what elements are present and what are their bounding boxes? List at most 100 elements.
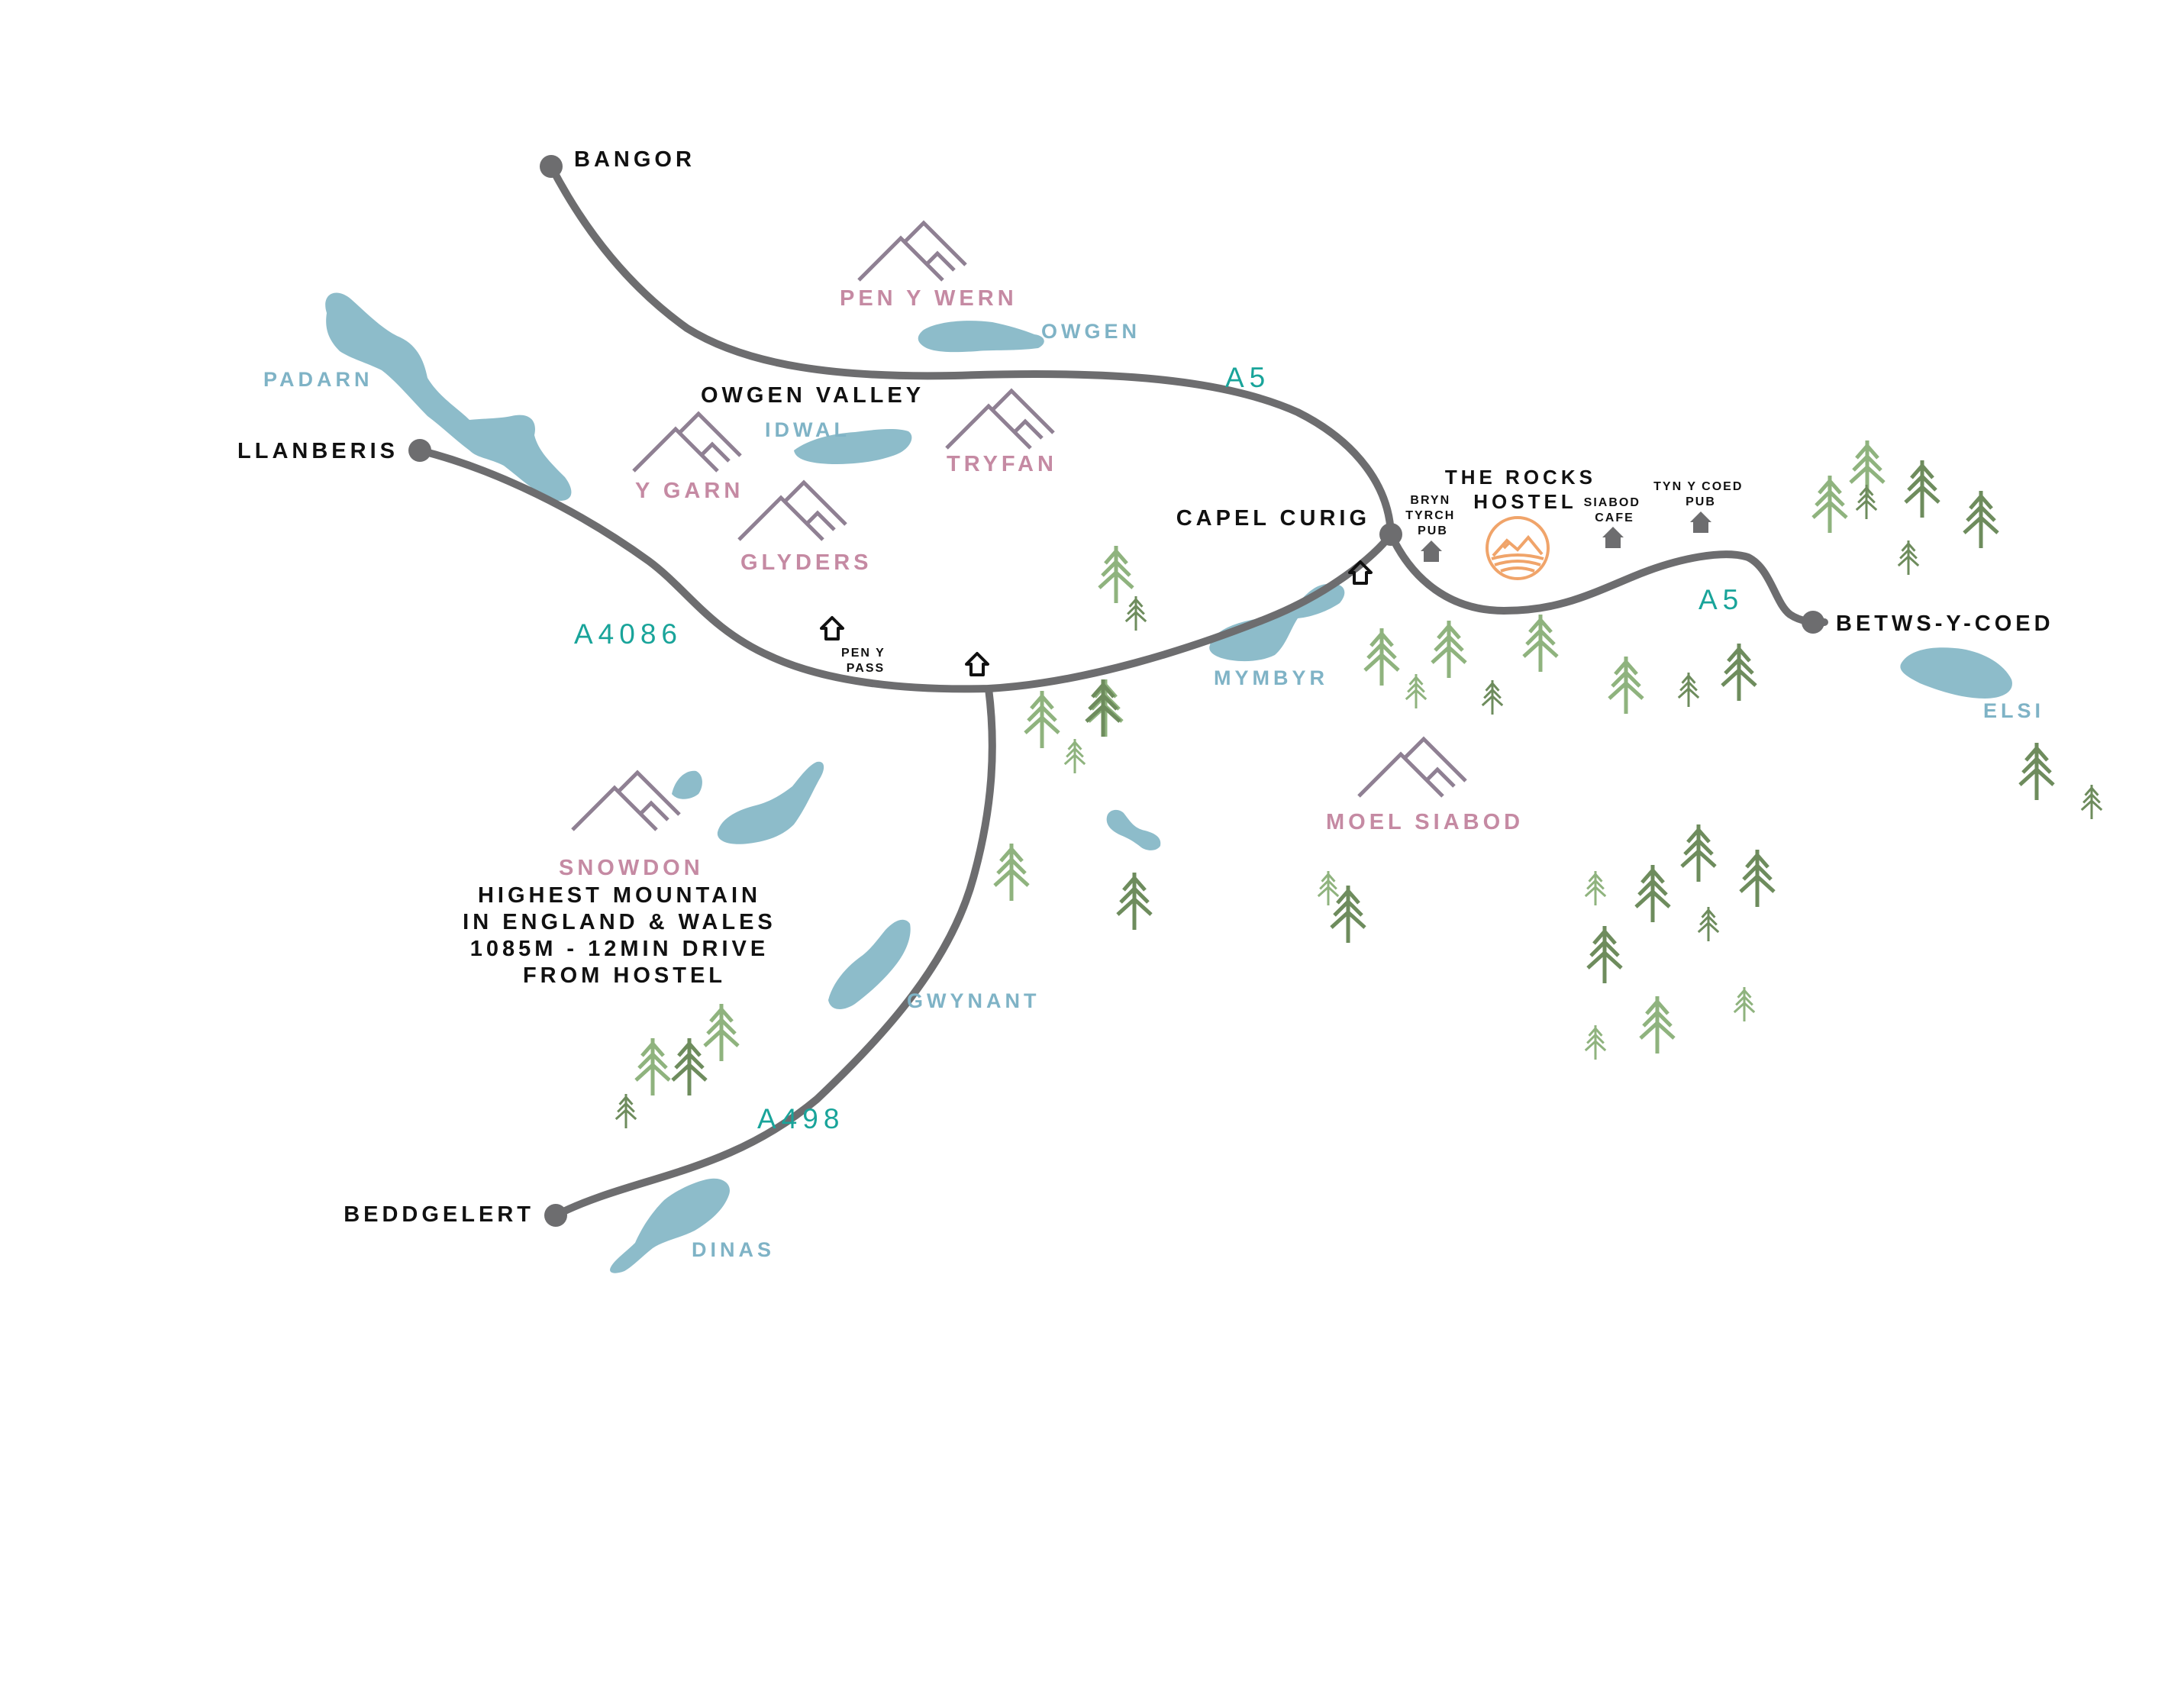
dot-marker-icon (1802, 611, 1824, 634)
mountain-label-y-garn: Y GARN (635, 479, 744, 503)
town-label-capel-curig: CAPEL CURIG (1176, 506, 1370, 531)
place-label-bryn-tyrch-pub: BRYN TYRCH PUB (1405, 494, 1460, 537)
snowdon-note-line-2: IN ENGLAND & WALES (463, 910, 776, 934)
pine-tree-icon (615, 1092, 637, 1130)
pine-tree-icon (1025, 691, 1059, 748)
mountain-label-tryfan: TRYFAN (947, 452, 1057, 476)
lake-idwal (794, 429, 912, 464)
bryn-tyrch-line-1: BRYN (1410, 494, 1450, 507)
pine-tree-icon (2080, 783, 2103, 821)
pine-tree-icon (705, 1004, 738, 1061)
house-icon (1690, 511, 1711, 533)
mountain-icon (947, 391, 1053, 448)
snowdon-note: HIGHEST MOUNTAIN IN ENGLAND & WALES 1085… (463, 883, 786, 988)
tyn-y-coed-line-1: TYN Y COED (1653, 480, 1743, 493)
place-label-tyn-y-coed-pub: TYN Y COED PUB (1653, 480, 1748, 508)
road-label-a4086: A4086 (574, 618, 682, 650)
pine-tree-icon (1609, 657, 1643, 714)
town-label-beddgelert: BEDDGELERT (344, 1202, 534, 1227)
snowdon-note-line-4: FROM HOSTEL (523, 963, 726, 988)
pine-tree-icon (1086, 679, 1120, 737)
snowdon-note-line-1: HIGHEST MOUNTAIN (478, 883, 761, 908)
place-label-the-rocks-hostel: THE ROCKS HOSTEL (1445, 466, 1605, 513)
lake-label-gwynant: GWYNANT (907, 989, 1040, 1012)
house-icon (1602, 527, 1624, 548)
pine-tree-icon (1405, 673, 1428, 710)
labels: BANGOR LLANBERIS CAPEL CURIG BETWS-Y-COE… (237, 147, 2054, 1261)
road-a498 (552, 685, 996, 1219)
road-a5-north (547, 163, 1395, 538)
lake-owgen (918, 321, 1044, 353)
mountain-icon (859, 223, 966, 280)
tyn-y-coed-line-2: PUB (1686, 495, 1716, 508)
town-markers (408, 155, 1824, 1227)
mountain-label-glyders: GLYDERS (740, 550, 873, 575)
pine-tree-icon (1584, 870, 1607, 907)
pine-tree-icon (1855, 483, 1878, 521)
siabod-cafe-line-1: SIABOD (1584, 496, 1640, 509)
bryn-tyrch-line-2: TYRCH (1405, 509, 1455, 522)
pine-tree-icon (1118, 873, 1151, 930)
lake-padarn (325, 292, 572, 501)
pine-tree-icon (1636, 865, 1669, 922)
pine-tree-icon (1964, 491, 1998, 548)
town-label-llanberis: LLANBERIS (237, 439, 398, 463)
dot-marker-icon (544, 1204, 567, 1227)
pine-tree-icon (1740, 850, 1774, 907)
lake-snowdon-small (672, 770, 702, 799)
pine-tree-icon (1588, 926, 1621, 983)
pine-tree-icon (673, 1038, 706, 1095)
lake-llydaw (717, 761, 824, 844)
pine-tree-icon (1733, 986, 1756, 1023)
roads (416, 163, 1828, 1219)
pine-tree-icon (1682, 824, 1715, 882)
pine-tree-icon (1365, 628, 1398, 686)
house-outline-icon (820, 616, 844, 640)
lake-label-padarn: PADARN (263, 368, 373, 391)
pine-tree-icon (1677, 671, 1700, 708)
mountain-label-moel-siabod: MOEL SIABOD (1326, 810, 1524, 834)
house-icon (1421, 540, 1442, 562)
road-a4086 (416, 447, 1395, 693)
area-label-owgen-valley: OWGEN VALLEY (701, 383, 924, 408)
lake-dinas (610, 1178, 730, 1273)
road-label-a5-east: A5 (1698, 584, 1744, 615)
pen-y-pass-line-2: PASS (847, 662, 885, 675)
pine-tree-icon (1063, 737, 1086, 775)
mountain-label-snowdon: SNOWDON (559, 856, 704, 880)
road-a5-east (1387, 531, 1828, 626)
pine-tree-icon (1640, 996, 1674, 1054)
pine-tree-icon (636, 1038, 669, 1095)
road-label-a5-north: A5 (1225, 362, 1270, 393)
lake-mymbyr (1209, 583, 1345, 662)
lakes (325, 292, 2012, 1273)
house-outline-icon (965, 652, 989, 676)
mountain-icon (634, 414, 740, 471)
pine-tree-icon (1481, 679, 1504, 716)
pine-tree-icon (1897, 539, 1920, 576)
mountain-icon (739, 482, 846, 540)
pine-tree-icon (1905, 460, 1939, 518)
dot-marker-icon (1379, 523, 1402, 546)
mountain-icon (573, 773, 679, 830)
dot-marker-icon (540, 155, 563, 178)
lake-elsi (1900, 647, 2012, 699)
pine-tree-icon (1813, 476, 1847, 533)
pine-tree-icon (1584, 1024, 1607, 1061)
hostel-line-1: THE ROCKS (1445, 466, 1596, 489)
pine-tree-icon (2020, 743, 2053, 800)
lake-small-center (1106, 809, 1161, 850)
place-label-siabod-cafe: SIABOD CAFE (1584, 496, 1646, 524)
snowdon-note-line-3: 1085M - 12MIN DRIVE (470, 937, 769, 961)
road-label-a498: A498 (757, 1103, 844, 1134)
town-label-betws-y-coed: BETWS-Y-COED (1836, 611, 2054, 636)
pine-tree-icon (1317, 870, 1340, 907)
pen-y-pass-line-1: PEN Y (841, 647, 885, 660)
mountain-icon (1359, 739, 1466, 796)
dot-marker-icon (408, 439, 431, 462)
pine-tree-icon (1524, 615, 1557, 672)
lake-gwynant (828, 919, 911, 1009)
pine-tree-icon (1697, 905, 1720, 943)
lake-label-dinas: DINAS (692, 1238, 775, 1261)
